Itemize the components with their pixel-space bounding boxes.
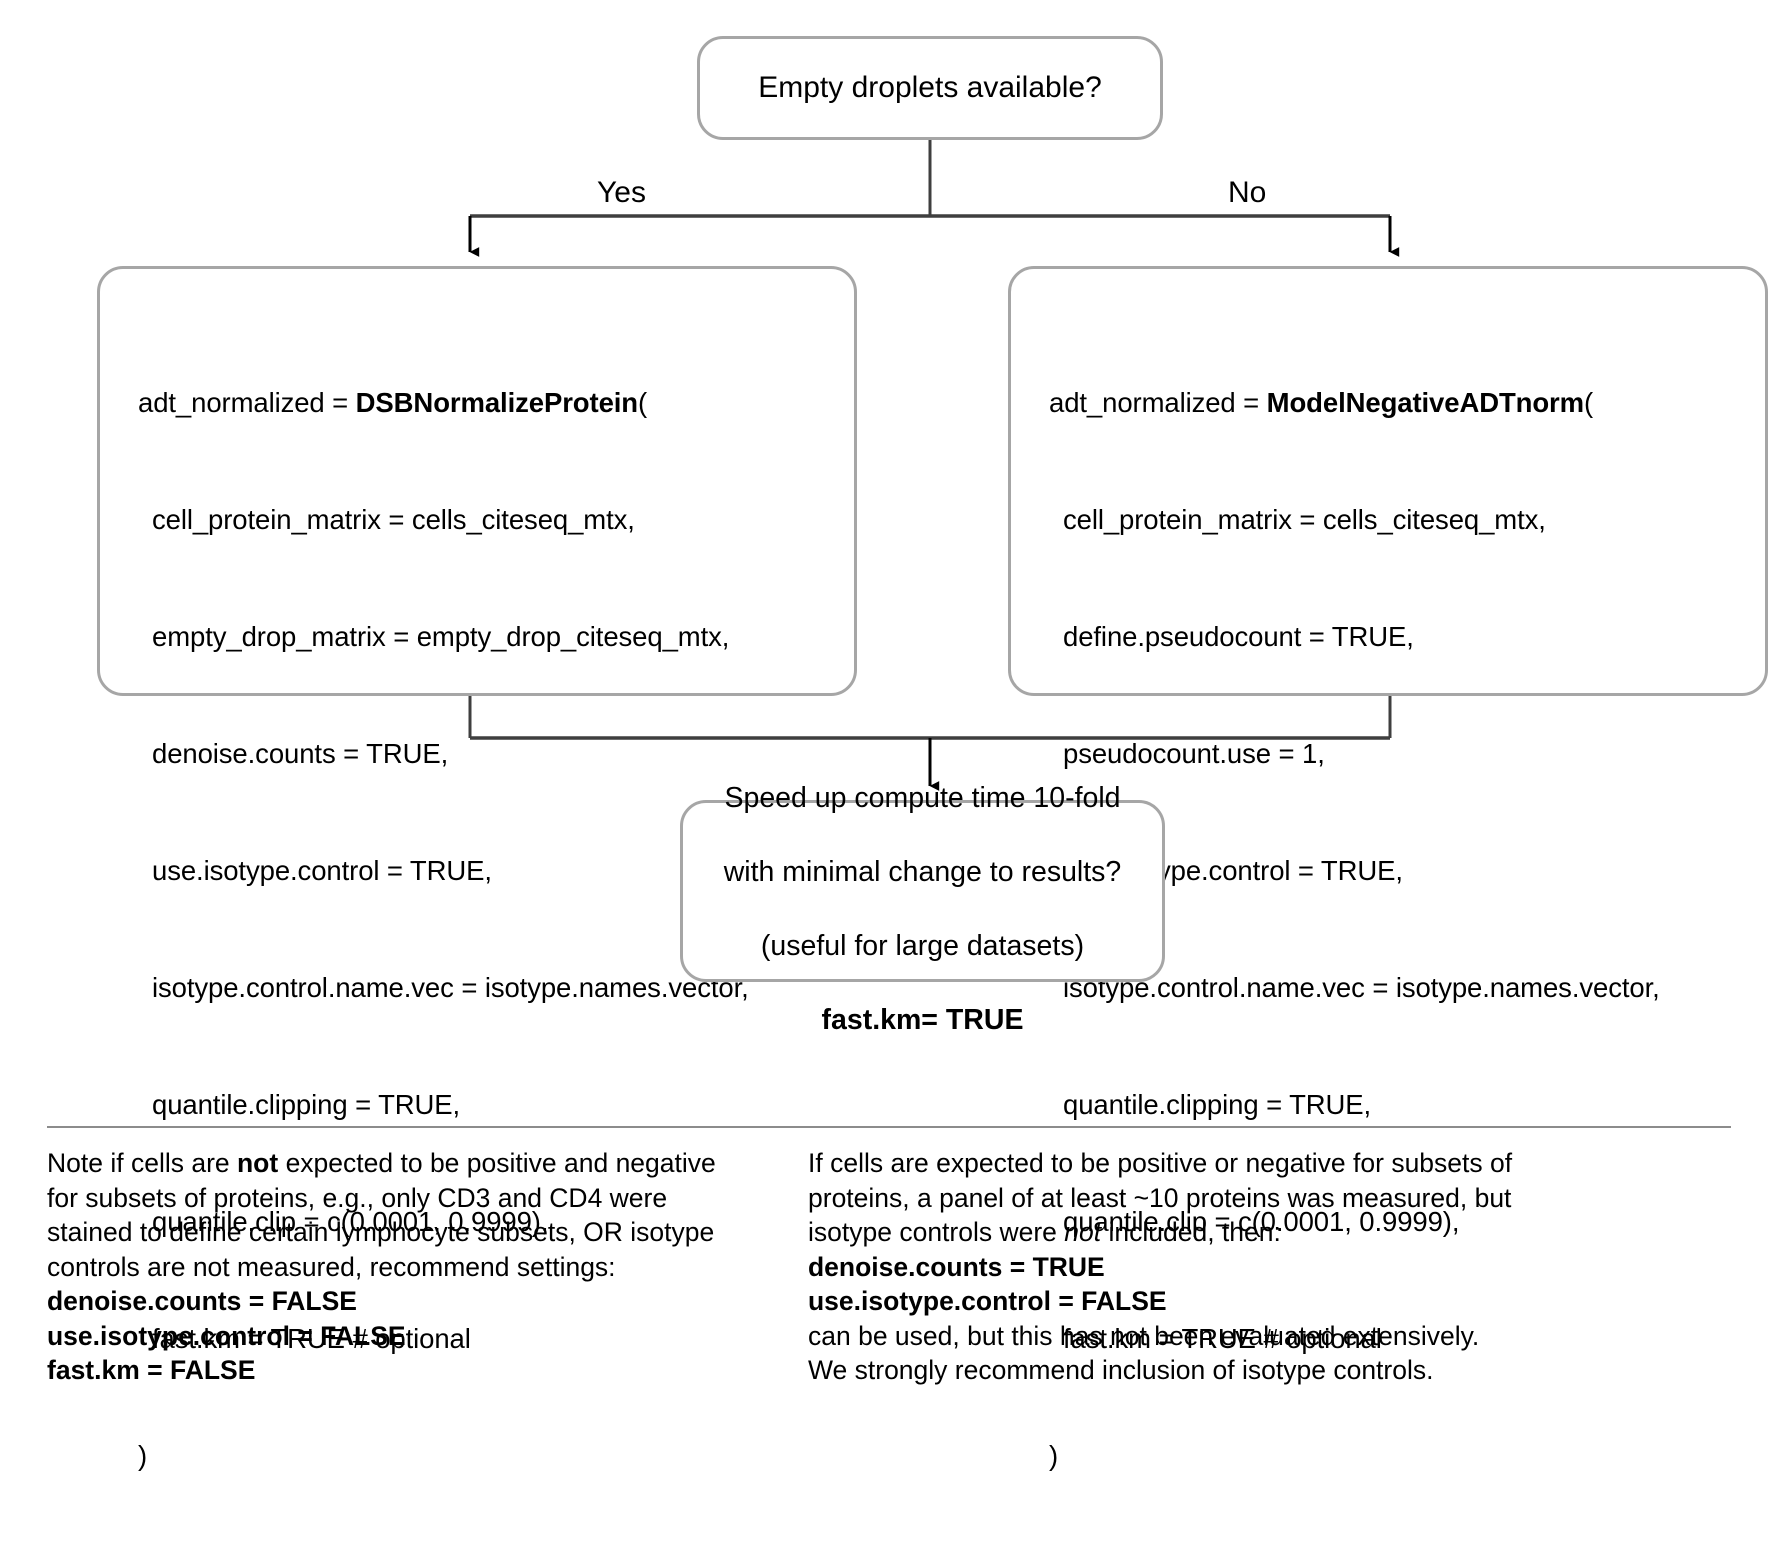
fast-km-line-3: (useful for large datasets) [760,930,1085,962]
code-line-arg: isotype.control.name.vec = isotype.names… [1063,972,1660,1003]
code-function-name: DSBNormalizeProtein [355,387,638,418]
footnote-left-line-3: stained to define certain lymphocyte sub… [47,1217,715,1247]
code-function-name: ModelNegativeADTnorm [1266,387,1585,418]
footnote-right-setting-1: denoise.counts = TRUE [808,1251,1105,1282]
footnote-left-emphasis-not: not [237,1148,279,1178]
footnote-right-line-2: proteins, a panel of at least ~10 protei… [808,1182,1512,1213]
footnote-right-setting-2: use.isotype.control = FALSE [808,1286,1167,1316]
code-line-signature: adt_normalized = DSBNormalizeProtein( [138,383,824,422]
footnote-left-setting-2: use.isotype.control = FALSE [47,1320,406,1351]
flowchart-connectors [468,140,1400,791]
code-line-arg: denoise.counts = TRUE, [152,738,449,769]
code-line-arg: quantile.clip = c(0.0001, 0.9999), [1063,1206,1460,1237]
footnote-left-line-2: for subsets of proteins, e.g., only CD3 … [47,1182,668,1213]
code-line-arg: cell_protein_matrix = cells_citeseq_mtx, [152,504,635,535]
code-line-close-paren: ) [1049,1440,1059,1471]
code-line-arg: empty_drop_matrix = empty_drop_citeseq_m… [152,621,730,652]
decision-node-fast-km[interactable]: Speed up compute time 10-fold with minim… [680,782,1165,1036]
decision-node-empty-droplets-label: Empty droplets available? [758,71,1102,104]
code-line-arg: quantile.clip = c(0.0001, 0.9999), [152,1206,549,1237]
code-line-arg: use.isotype.control = TRUE, [152,855,492,886]
fast-km-line-1: Speed up compute time 10-fold [724,782,1121,814]
footnote-right: If cells are expected to be positive or … [808,1146,1548,1388]
footnote-left: Note if cells are not expected to be pos… [47,1146,747,1388]
decision-node-fast-km-label: Speed up compute time 10-fold with minim… [724,743,1122,1039]
footnote-right-line-3: isotype controls were not included, then… [808,1215,1548,1250]
code-node-model-negative-adt-norm[interactable]: adt_normalized = ModelNegativeADTnorm( c… [1008,266,1768,1471]
code-line-signature: adt_normalized = ModelNegativeADTnorm( [1049,383,1735,422]
code-line-arg: quantile.clipping = TRUE, [1063,1089,1372,1120]
footnote-right-line-6: can be used, but this has not been evalu… [808,1320,1480,1351]
footnote-left-line-1-b: expected to be positive and negative [278,1148,716,1178]
decision-node-empty-droplets[interactable]: Empty droplets available? [697,36,1163,140]
footnote-right-line-3-b: included, then: [1101,1217,1281,1247]
code-block-dsb: adt_normalized = DSBNormalizeProtein( ce… [138,305,824,1553]
code-assignment: adt_normalized = [1049,387,1267,418]
footnote-right-line-7: We strongly recommend inclusion of isoty… [808,1355,1434,1385]
code-line-arg: quantile.clipping = TRUE, [152,1089,461,1120]
footnote-left-setting-1: denoise.counts = FALSE [47,1286,357,1316]
code-node-dsb-normalize-protein[interactable]: adt_normalized = DSBNormalizeProtein( ce… [97,266,857,1471]
footnote-right-emphasis-not: not [1064,1217,1102,1247]
code-assignment: adt_normalized = [138,387,356,418]
code-open-paren: ( [1584,387,1594,418]
fast-km-line-2: with minimal change to results? [723,856,1122,888]
footnote-left-line-4: controls are not measured, recommend set… [47,1251,616,1282]
code-line-arg: fast.km = TRUE # optional [1063,1323,1382,1354]
fast-km-setting: fast.km= TRUE [821,1004,1024,1036]
code-line-arg: define.pseudocount = TRUE, [1063,621,1414,652]
code-block-mna: adt_normalized = ModelNegativeADTnorm( c… [1049,305,1735,1553]
footnote-right-line-3-a: isotype controls were [808,1217,1065,1247]
footnote-left-line-1: Note if cells are not expected to be pos… [47,1146,747,1181]
edge-label-no: No [1228,176,1267,209]
footnote-left-line-1-a: Note if cells are [47,1148,237,1178]
code-line-arg: cell_protein_matrix = cells_citeseq_mtx, [1063,504,1546,535]
footnote-divider [47,1126,1731,1128]
footnote-right-line-1: If cells are expected to be positive or … [808,1148,1513,1178]
code-line-arg: pseudocount.use = 1, [1063,738,1325,769]
edge-label-yes: Yes [597,176,646,209]
code-line-arg: fast.km = TRUE # optional [152,1323,471,1354]
code-line-close-paren: ) [138,1440,148,1471]
footnote-left-setting-3: fast.km = FALSE [47,1355,256,1385]
code-open-paren: ( [638,387,648,418]
